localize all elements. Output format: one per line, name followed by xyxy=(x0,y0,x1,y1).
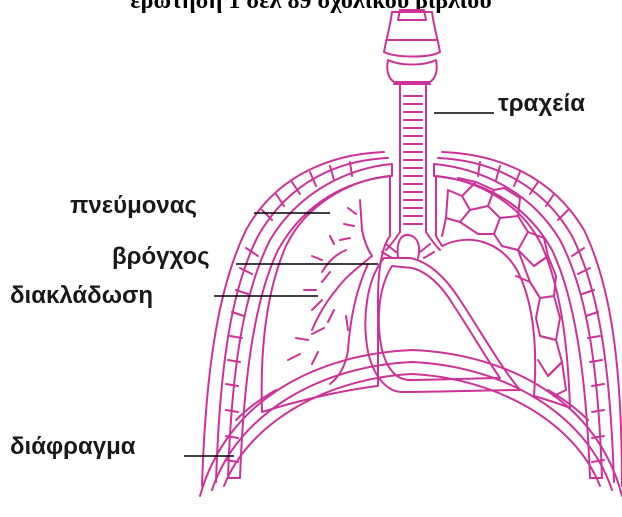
leader-lines xyxy=(184,113,494,456)
ribcage-left xyxy=(202,152,392,486)
larynx xyxy=(384,10,440,84)
right-lung xyxy=(436,176,570,408)
label-lung: πνεύμονας xyxy=(70,192,197,220)
label-branching: διακλάδωση xyxy=(10,282,153,310)
label-bronchus: βρόγχος xyxy=(112,243,210,271)
diaphragm-arch xyxy=(200,350,622,496)
label-diaphragm: διάφραγμα xyxy=(10,433,136,461)
heart xyxy=(365,235,520,392)
label-trachea: τραχεία xyxy=(498,90,585,118)
left-lung xyxy=(262,176,390,412)
trachea xyxy=(386,84,440,250)
